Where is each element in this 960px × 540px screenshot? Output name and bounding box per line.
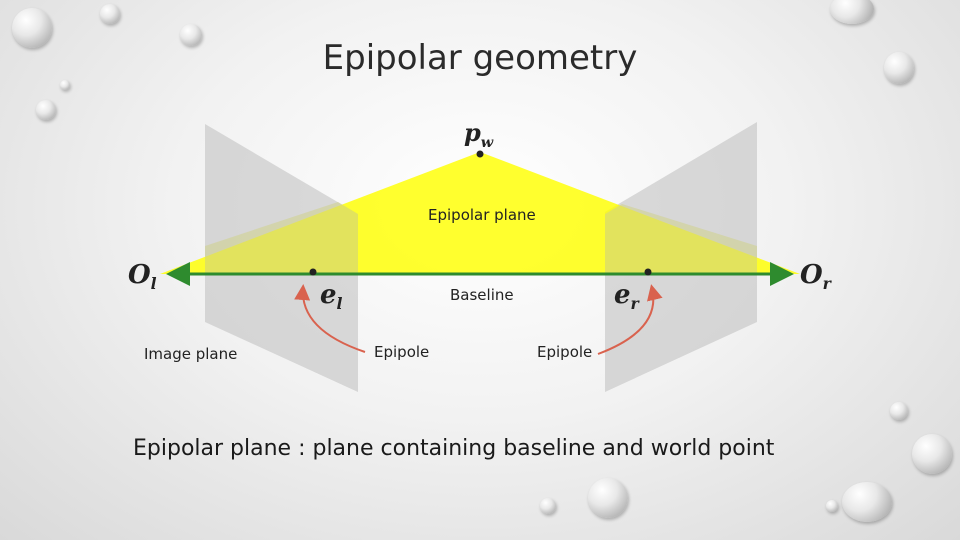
definition-caption: Epipolar plane : plane containing baseli… xyxy=(133,436,774,461)
water-drop-decoration xyxy=(540,498,556,514)
water-drop-decoration xyxy=(890,402,908,420)
water-drop-decoration xyxy=(180,24,202,46)
epipole-left-dot xyxy=(309,268,317,276)
world-point-symbol: pw xyxy=(464,118,494,151)
right-plane-overlap xyxy=(605,204,757,274)
water-drop-decoration xyxy=(100,4,120,24)
epipole-right-symbol: er xyxy=(614,280,639,314)
epipole-right-dot xyxy=(644,268,652,276)
camera-left-symbol: Ol xyxy=(128,260,157,294)
water-drop-decoration xyxy=(36,100,56,120)
caption-term: Epipolar plane xyxy=(133,436,292,461)
water-drop-decoration xyxy=(12,8,52,48)
epipolar-plane-label: Epipolar plane xyxy=(428,206,536,224)
epipole-left-label: Epipole xyxy=(374,343,430,361)
baseline-label: Baseline xyxy=(450,286,514,304)
epipole-right-pointer-arrow xyxy=(597,284,663,355)
epipole-left-pointer-arrow xyxy=(294,284,366,353)
image-plane-label: Image plane xyxy=(144,345,238,363)
epipole-left-symbol: el xyxy=(320,280,343,314)
water-drop-decoration xyxy=(912,434,952,474)
water-drop-decoration xyxy=(884,52,914,84)
camera-right-symbol: Or xyxy=(800,260,831,294)
water-drop-decoration xyxy=(830,0,874,24)
caption-separator: : xyxy=(291,436,313,461)
epipole-right-label: Epipole xyxy=(537,343,593,361)
caption-definition: plane containing baseline and world poin… xyxy=(312,436,775,461)
water-drop-decoration xyxy=(842,482,892,522)
slide-title: Epipolar geometry xyxy=(322,38,638,78)
left-plane-overlap xyxy=(205,202,358,274)
water-drop-decoration xyxy=(588,478,628,518)
water-drop-decoration xyxy=(60,80,70,90)
world-point-dot xyxy=(476,150,484,158)
water-drop-decoration xyxy=(826,500,838,512)
